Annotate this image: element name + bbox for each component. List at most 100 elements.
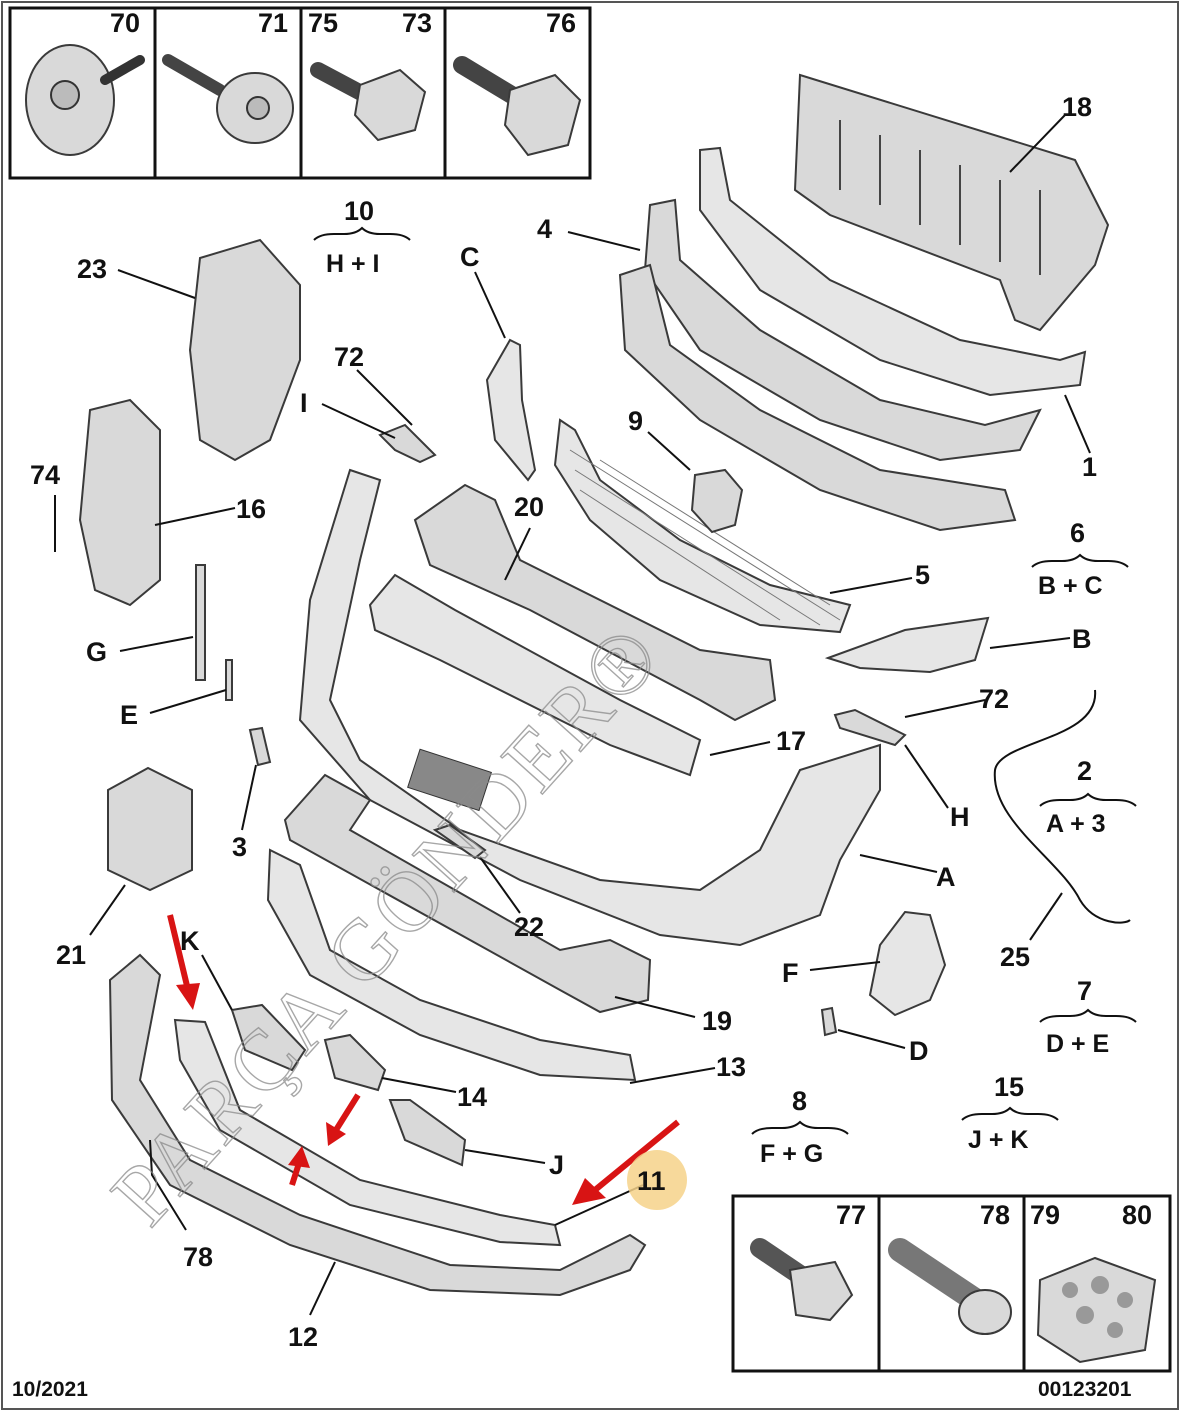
part-19-lower-beam	[283, 773, 652, 1014]
part-H-clip	[833, 708, 907, 747]
fastener-label-76: 76	[546, 8, 576, 38]
fastener-label-71: 71	[258, 8, 288, 38]
callout-22: 22	[514, 912, 544, 942]
callout-B: B	[1072, 624, 1092, 654]
part-4-grille-frame	[643, 198, 1042, 462]
group-8-number: 8	[792, 1086, 807, 1116]
part-K-insert	[230, 1003, 307, 1072]
part-D-clip	[820, 1006, 838, 1037]
part-5-grille-mesh	[553, 418, 852, 634]
callout-H: H	[950, 802, 970, 832]
group-10-members: H + I	[326, 250, 380, 278]
callout-G: G	[86, 637, 107, 667]
callout-19: 19	[702, 1006, 732, 1036]
callout-12: 12	[288, 1322, 318, 1352]
part-23-bracket	[188, 238, 301, 462]
callout-23: 23	[77, 254, 107, 284]
callout-I: I	[300, 388, 308, 418]
callout-14: 14	[457, 1082, 487, 1112]
part-C-side-grille	[485, 338, 537, 482]
callout-13: 13	[716, 1052, 746, 1082]
fastener-label-78: 78	[980, 1200, 1010, 1230]
part-B-grille	[824, 616, 990, 674]
callout-C: C	[460, 242, 480, 272]
callout-1: 1	[1082, 452, 1097, 482]
part-I-clip	[378, 423, 437, 464]
part-13-lower-grille	[266, 848, 637, 1082]
group-7-number: 7	[1077, 976, 1092, 1006]
screw-77-drawing	[750, 1238, 854, 1322]
fastener-label-73: 73	[402, 8, 432, 38]
group-labels: 10 H + I 6 B + C 2 A + 3 7 D + E 8 F + G…	[326, 196, 1109, 1168]
screw-76-drawing	[453, 56, 582, 157]
group-braces	[313, 226, 1137, 1135]
part-3-clip	[248, 726, 272, 767]
callout-3: 3	[232, 832, 247, 862]
highlight-arrows	[167, 914, 680, 1205]
callout-J: J	[549, 1150, 564, 1180]
part-12-lower-spoiler	[108, 953, 647, 1297]
callout-16: 16	[236, 494, 266, 524]
callout-5: 5	[915, 560, 930, 590]
pin-78-drawing	[888, 1238, 1012, 1335]
fastener-label-79: 79	[1030, 1200, 1060, 1230]
callout-A: A	[936, 862, 956, 892]
callout-78: 78	[183, 1242, 213, 1272]
part-25-harness	[993, 689, 1131, 924]
callout-11: 11	[637, 1166, 666, 1196]
fastener-label-75: 75	[308, 8, 338, 38]
part-22-clip	[432, 823, 487, 860]
part-14-insert	[323, 1033, 387, 1092]
footer-date: 10/2021	[12, 1378, 88, 1401]
callout-4: 4	[537, 214, 552, 244]
fastener-label-80: 80	[1122, 1200, 1152, 1230]
callout-72-lower: 72	[979, 684, 1009, 714]
group-15-number: 15	[994, 1072, 1024, 1102]
fastener-label-70: 70	[110, 8, 140, 38]
callout-18: 18	[1062, 92, 1092, 122]
group-7-members: D + E	[1046, 1030, 1109, 1058]
callout-E: E	[120, 700, 138, 730]
part-G-strip	[195, 564, 206, 681]
callout-9: 9	[628, 406, 643, 436]
part-20-beam	[413, 483, 777, 722]
screw-71-drawing	[162, 54, 294, 144]
callout-K: K	[180, 926, 200, 956]
group-8-members: F + G	[760, 1140, 823, 1168]
group-15-members: J + K	[968, 1126, 1028, 1154]
callout-72-upper: 72	[334, 342, 364, 372]
part-1-upper-trim	[699, 146, 1087, 397]
part-11-trim-strip	[173, 1018, 562, 1247]
callout-D: D	[909, 1036, 929, 1066]
footer-code: 00123201	[1038, 1378, 1132, 1401]
fastener-box-top: 70 71 75 73 76	[8, 6, 592, 180]
part-E-strip	[225, 659, 233, 701]
callout-F: F	[782, 958, 799, 988]
screw-75-73-drawing	[310, 62, 427, 142]
part-17-absorber	[368, 573, 702, 777]
callout-74: 74	[30, 460, 60, 490]
group-10-number: 10	[344, 196, 374, 226]
callout-labels: 18 4 1 C 23 72 I 9 74 16 20 5 B G 72 E 1…	[30, 92, 1097, 1352]
clip-kit-79-80-drawing	[1036, 1256, 1157, 1364]
callout-11-highlight	[627, 1150, 687, 1210]
part-18-upper-crossmember	[793, 73, 1110, 332]
group-6-members: B + C	[1038, 572, 1103, 600]
part-16-bracket	[78, 398, 161, 607]
fastener-label-77: 77	[836, 1200, 866, 1230]
callout-20: 20	[514, 492, 544, 522]
callout-21: 21	[56, 940, 86, 970]
part-9-bracket	[690, 468, 744, 534]
group-6-number: 6	[1070, 518, 1085, 548]
fastener-box-bottom: 77 78 79 80	[731, 1194, 1172, 1373]
callout-17: 17	[776, 726, 806, 756]
callout-25: 25	[1000, 942, 1030, 972]
part-F-cover	[868, 910, 947, 1017]
part-21-block	[107, 766, 193, 892]
leader-lines	[54, 114, 1091, 1316]
group-2-members: A + 3	[1046, 810, 1106, 838]
screw-70-drawing	[25, 44, 145, 156]
group-2-number: 2	[1077, 756, 1092, 786]
part-J-insert	[388, 1099, 467, 1167]
